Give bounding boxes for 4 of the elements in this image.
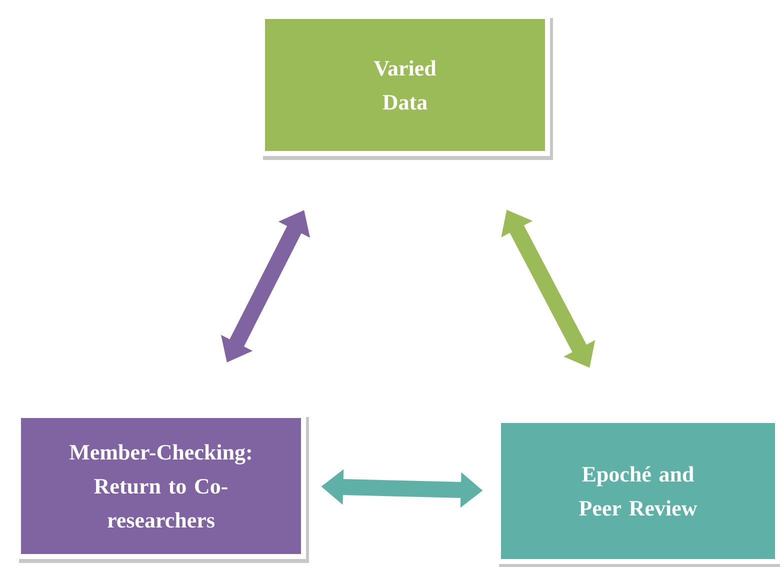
- process-box: Member-Checking: Return to Co-researchers: [16, 413, 309, 563]
- process-box: Varied Data: [260, 14, 553, 160]
- node-label: Member-Checking: Return to Co-researchers: [70, 444, 251, 528]
- process-box: Epoché and Peer Review: [496, 418, 780, 567]
